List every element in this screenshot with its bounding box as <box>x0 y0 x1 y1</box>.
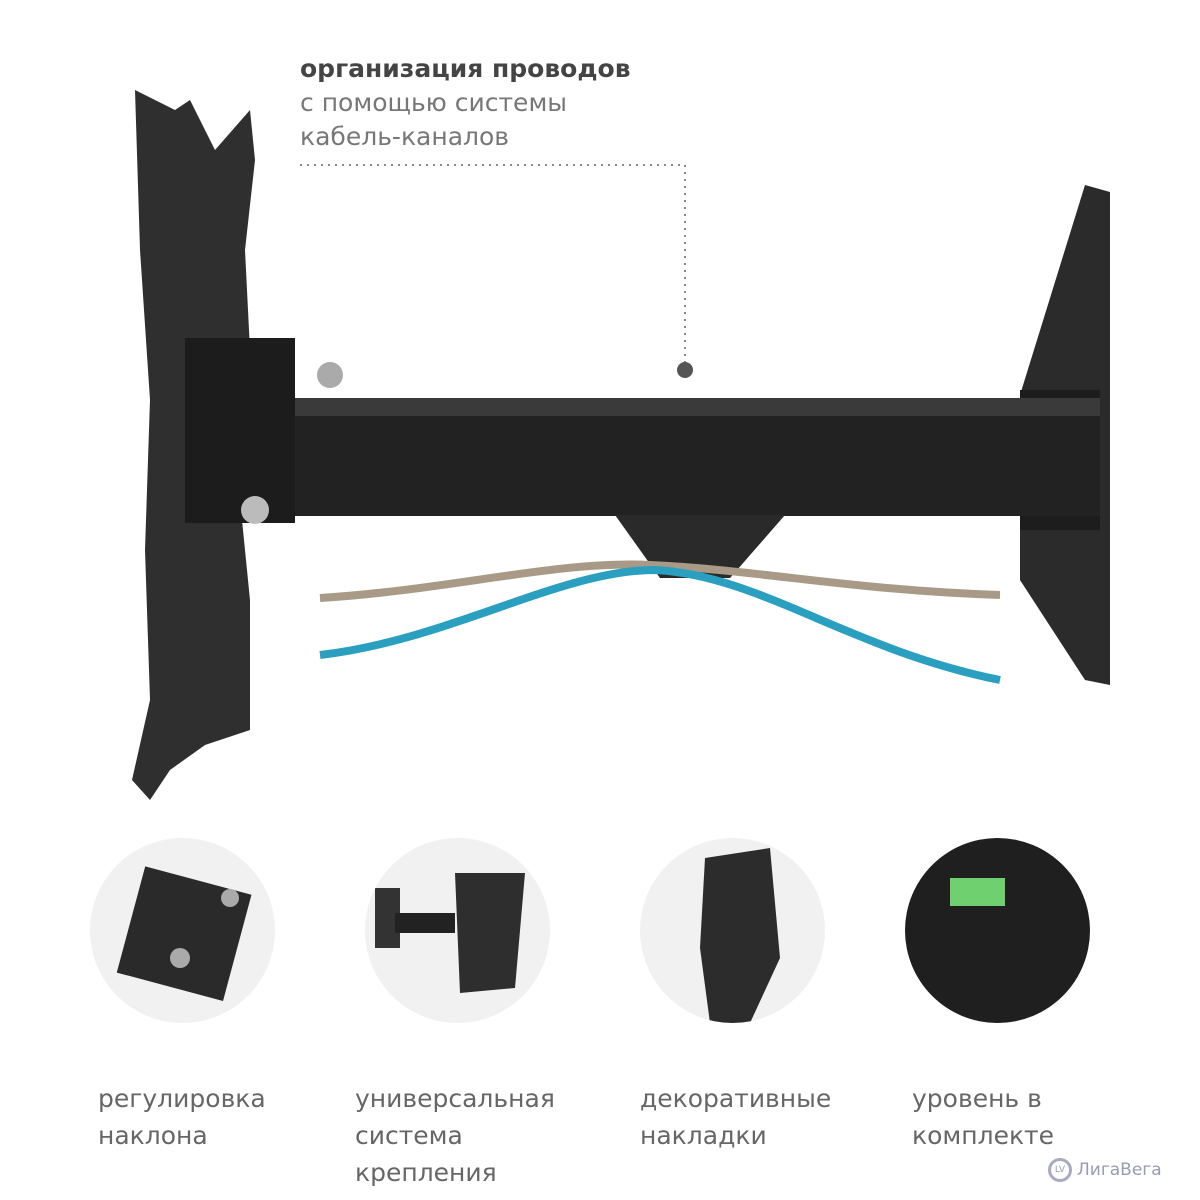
caption-line: регулировка <box>98 1084 266 1113</box>
caption-line: уровень в <box>912 1084 1042 1113</box>
caption-line: наклона <box>98 1121 208 1150</box>
feature-image-tilt <box>90 838 275 1023</box>
caption-line: комплекте <box>912 1121 1055 1150</box>
caption-line: накладки <box>640 1121 767 1150</box>
callout-line <box>300 164 686 368</box>
feature-caption-level: уровень в комплекте <box>912 1080 1054 1154</box>
watermark-text: ЛигаВега <box>1077 1160 1162 1180</box>
tilt-bracket <box>185 338 295 523</box>
callout-line-2: с помощью системы <box>300 88 568 117</box>
watermark-logo-icon: LV <box>1048 1158 1072 1182</box>
callout-text: организация проводов с помощью системы к… <box>300 52 631 154</box>
callout-dot <box>677 362 693 378</box>
feature-caption-mount: универсальная система крепления <box>355 1080 555 1191</box>
callout-bold: организация проводов <box>300 54 631 83</box>
feature-image-covers <box>640 838 825 1023</box>
feature-caption-tilt: регулировка наклона <box>98 1080 266 1154</box>
caption-line: крепления <box>355 1158 497 1187</box>
arm <box>285 398 1100 516</box>
caption-line: система <box>355 1121 463 1150</box>
cable-blue <box>319 565 1001 684</box>
watermark: LV ЛигаВега <box>1048 1158 1162 1182</box>
feature-image-level <box>905 838 1090 1023</box>
feature-caption-covers: декоративные накладки <box>640 1080 831 1154</box>
caption-line: декоративные <box>640 1084 832 1113</box>
caption-line: универсальная <box>355 1084 555 1113</box>
cable-beige <box>319 560 1001 602</box>
callout-line-3: кабель-каналов <box>300 122 510 151</box>
feature-image-mount <box>365 838 550 1023</box>
